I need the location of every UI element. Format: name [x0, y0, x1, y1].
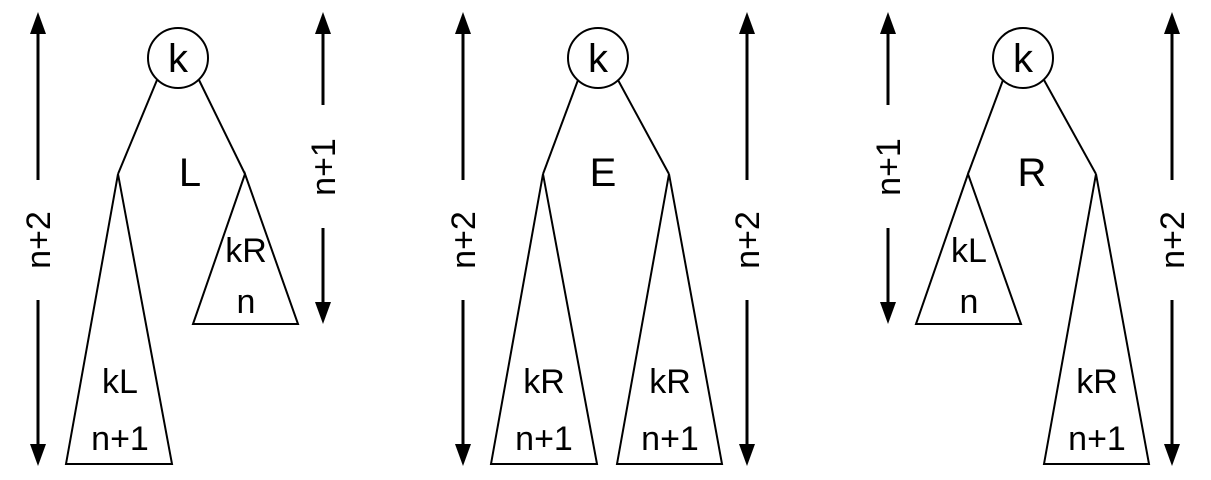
- left-subtree-height: n: [960, 283, 979, 321]
- height-arrow-right: n+2: [1154, 12, 1192, 466]
- left-subtree-name: kR: [523, 363, 565, 401]
- left-subtree: [489, 173, 599, 465]
- tree-right-heavy: n+1 n+2 k R kL n kR n+1: [870, 12, 1192, 466]
- right-subtree: [1042, 173, 1151, 465]
- root-node: [992, 27, 1054, 89]
- edge-left: [967, 79, 1004, 175]
- right-subtree-height: n: [237, 283, 256, 321]
- height-label-right: n+2: [729, 211, 767, 269]
- edge-right: [1043, 79, 1097, 175]
- right-subtree-name: kR: [1076, 363, 1118, 401]
- right-subtree-name: kR: [649, 363, 691, 401]
- left-subtree-name: kL: [102, 363, 138, 401]
- tree-left-heavy: n+2 n+1 k L kL n+1 kR n: [20, 12, 343, 466]
- left-subtree: [914, 170, 1023, 325]
- right-subtree-name: kR: [225, 232, 267, 270]
- balance-label: L: [179, 151, 201, 195]
- balance-label: E: [590, 151, 617, 195]
- left-subtree-height: n+1: [91, 420, 149, 458]
- height-arrow-left: n+1: [870, 12, 908, 324]
- root-key: k: [588, 37, 609, 81]
- root-key: k: [168, 37, 189, 81]
- edge-left: [117, 79, 158, 175]
- right-subtree-height: n+1: [1068, 420, 1126, 458]
- height-arrow-right: n+1: [305, 12, 343, 324]
- tree-balanced: n+2 n+2 k E kR n+1 kR n+1: [445, 12, 767, 466]
- left-subtree-name: kL: [951, 232, 987, 270]
- edge-right: [617, 79, 670, 175]
- edge-right: [198, 79, 246, 175]
- right-subtree-height: n+1: [641, 420, 699, 458]
- left-subtree: [64, 173, 174, 465]
- height-label-left: n+2: [20, 211, 58, 269]
- height-arrow-left: n+2: [20, 12, 58, 466]
- height-arrow-left: n+2: [445, 12, 483, 466]
- edge-left: [542, 79, 579, 175]
- root-key: k: [1013, 37, 1034, 81]
- root-node: [147, 27, 209, 89]
- right-subtree: [615, 173, 724, 465]
- height-label-left: n+2: [445, 211, 483, 269]
- right-subtree: [191, 170, 300, 325]
- left-subtree-height: n+1: [515, 420, 573, 458]
- height-arrow-right: n+2: [729, 12, 767, 466]
- height-label-left: n+1: [870, 138, 908, 196]
- height-label-right: n+1: [305, 138, 343, 196]
- balance-label: R: [1018, 151, 1047, 195]
- height-label-right: n+2: [1154, 211, 1192, 269]
- root-node: [567, 27, 629, 89]
